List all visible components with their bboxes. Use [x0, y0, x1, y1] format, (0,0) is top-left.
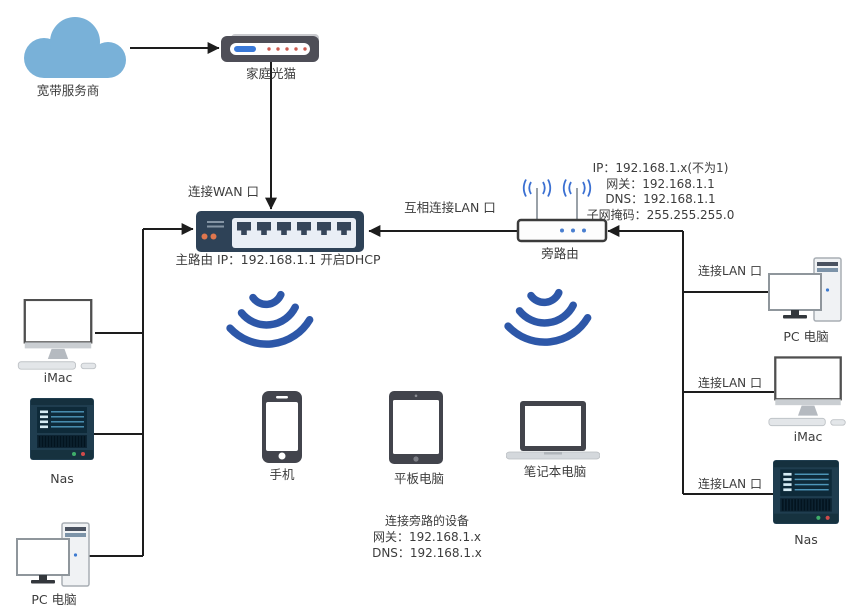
- desktop-pc-icon: [768, 257, 844, 323]
- lan-port-label: 连接LAN 口: [698, 264, 762, 278]
- config-gateway: 网关：192.168.1.1: [606, 176, 715, 191]
- side-router-config: IP：192.168.1.x(不为1) 网关：192.168.1.1 DNS：1…: [578, 161, 743, 223]
- imac-icon: [768, 356, 848, 428]
- desktop-pc-icon: [16, 522, 92, 588]
- bridge-lan-label: 互相连接LAN 口: [404, 200, 496, 215]
- device-label: iMac: [43, 370, 73, 385]
- nas-icon: [773, 460, 839, 524]
- wifi-signal-icon: [212, 280, 326, 352]
- isp-label: 宽带服务商: [36, 83, 100, 98]
- imac-icon: [14, 299, 102, 371]
- phone-icon: [262, 391, 302, 463]
- cloud-icon: [18, 12, 132, 80]
- device-label: Nas: [50, 471, 74, 486]
- main-router-icon: [196, 211, 364, 252]
- modem-icon: [221, 34, 321, 64]
- wifi-signal-icon: [490, 278, 604, 350]
- side-router-label: 旁路由: [541, 246, 579, 261]
- lan-port-label: 连接LAN 口: [698, 477, 762, 491]
- note-title: 连接旁路的设备: [384, 514, 469, 528]
- device-label: PC 电脑: [31, 592, 77, 607]
- device-label: PC 电脑: [783, 329, 829, 344]
- wan-port-label: 连接WAN 口: [188, 184, 260, 199]
- lan-port-label: 连接LAN 口: [698, 376, 762, 390]
- side-route-note: 连接旁路的设备 网关：192.168.1.x DNS：192.168.1.x: [342, 513, 512, 561]
- tablet-icon: [389, 391, 443, 464]
- device-label: 手机: [269, 467, 295, 482]
- laptop-icon: [506, 400, 600, 462]
- config-netmask: 子网掩码：255.255.255.0: [586, 207, 735, 222]
- main-router-caption: 主路由 IP：192.168.1.1 开启DHCP: [175, 252, 381, 267]
- config-ip: IP：192.168.1.x(不为1): [592, 161, 729, 175]
- modem-label: 家庭光猫: [245, 66, 296, 81]
- device-label: 平板电脑: [393, 471, 444, 486]
- device-label: Nas: [794, 532, 818, 547]
- device-label: 笔记本电脑: [523, 464, 587, 479]
- note-dns: DNS：192.168.1.x: [372, 546, 482, 560]
- nas-icon: [30, 398, 94, 460]
- config-dns: DNS：192.168.1.1: [605, 192, 716, 206]
- device-label: iMac: [793, 429, 823, 444]
- note-gateway: 网关：192.168.1.x: [373, 530, 481, 544]
